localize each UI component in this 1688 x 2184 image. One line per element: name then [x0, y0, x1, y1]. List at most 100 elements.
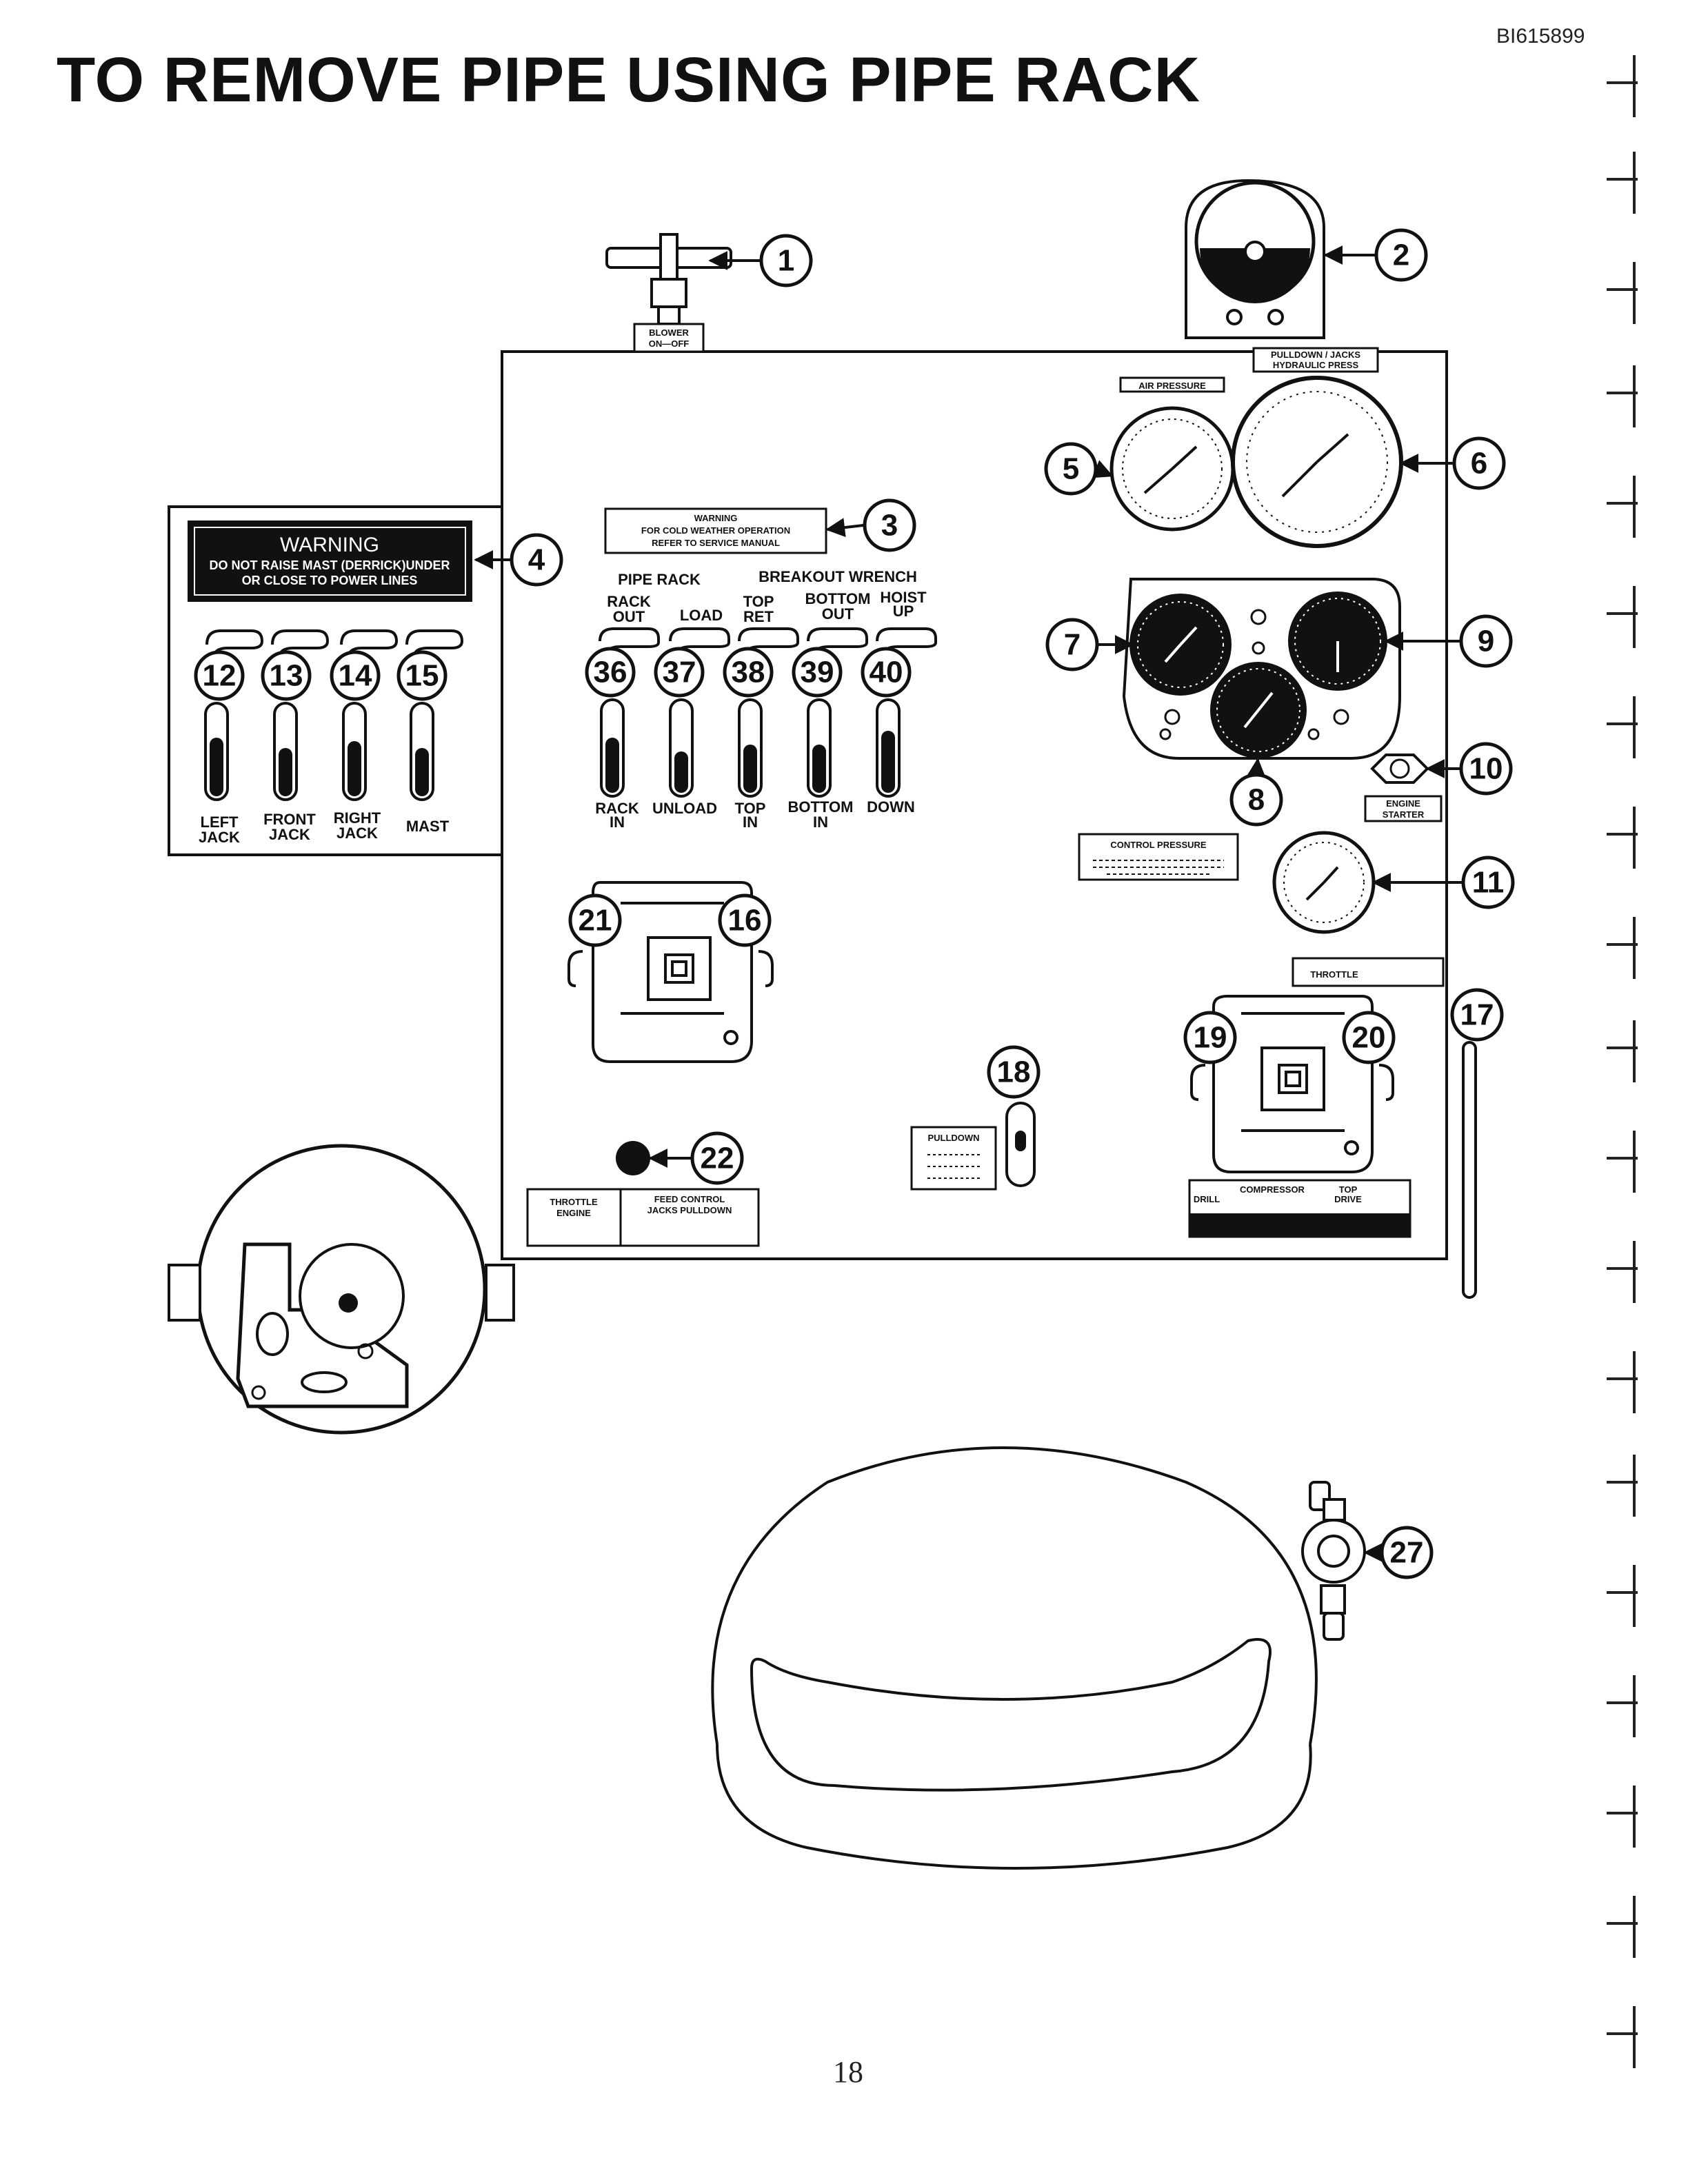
callout-8: 8	[1248, 783, 1265, 817]
bottom-label-36-b: IN	[610, 813, 625, 831]
jack-control-panel	[168, 505, 503, 856]
callout-18: 18	[997, 1055, 1031, 1089]
callout-19: 19	[1194, 1021, 1227, 1055]
throttle-plate: THROTTLE	[1310, 969, 1358, 980]
callout-10: 10	[1469, 752, 1503, 786]
page-number: 18	[833, 2055, 863, 2089]
feed-control-knob	[616, 1141, 650, 1175]
engine-starter-line2: STARTER	[1383, 809, 1425, 820]
callout-17: 17	[1460, 998, 1494, 1032]
callout-21: 21	[579, 904, 612, 938]
jack-label-front-b: JACK	[269, 826, 310, 843]
jack-label-left-b: JACK	[199, 829, 240, 846]
top-label-39-b: OUT	[822, 605, 854, 623]
top-pressure-gauge	[1185, 179, 1325, 339]
decal-heading: WARNING	[694, 513, 738, 523]
top-label-38-b: RET	[743, 608, 774, 625]
blower-plate-line2: ON—OFF	[649, 338, 690, 349]
gauge-cluster	[1122, 577, 1401, 760]
callout-14: 14	[339, 659, 372, 693]
callout-15: 15	[405, 659, 439, 693]
control-pressure-gauge	[1272, 831, 1376, 934]
callout-38: 38	[732, 656, 765, 689]
callout-22: 22	[701, 1142, 734, 1175]
callout-37: 37	[663, 656, 696, 689]
callout-12: 12	[203, 659, 237, 693]
engine-starter-button: ENGINE STARTER	[1364, 754, 1443, 822]
detail-inset	[168, 1144, 515, 1435]
jack-label-mast: MAST	[406, 818, 450, 835]
callout-13: 13	[270, 659, 303, 693]
callout-2: 2	[1393, 239, 1409, 272]
drill-label: DRILL	[1194, 1194, 1220, 1204]
feed-control-line1: FEED CONTROL	[654, 1194, 725, 1204]
seat-valve	[1301, 1481, 1366, 1641]
left-control-box	[567, 881, 774, 1063]
top-label-36-b: OUT	[613, 608, 645, 625]
feed-control-line2: JACKS PULLDOWN	[647, 1205, 732, 1215]
pulldown-jacks-line2: HYDRAULIC PRESS	[1273, 360, 1359, 370]
callout-9: 9	[1478, 625, 1494, 658]
decal-line1: FOR COLD WEATHER OPERATION	[641, 525, 790, 536]
callout-7: 7	[1064, 628, 1081, 662]
top-label-37-a: LOAD	[680, 607, 723, 624]
decal-line2: REFER TO SERVICE MANUAL	[652, 538, 780, 548]
bottom-label-38-b: IN	[743, 813, 758, 831]
top-drive-line1: TOP	[1339, 1184, 1358, 1195]
throttle-engine-line2: ENGINE	[556, 1208, 591, 1218]
air-pressure-gauge	[1109, 406, 1235, 532]
pulldown-plate: PULLDOWN	[927, 1133, 979, 1143]
jack-label-front-a: FRONT	[263, 811, 316, 828]
control-pressure-plate: CONTROL PRESSURE	[1110, 840, 1206, 850]
bottom-label-36-a: RACK	[595, 800, 639, 817]
blower-plate-line1: BLOWER	[649, 327, 689, 338]
page-title: TO REMOVE PIPE USING PIPE RACK	[57, 45, 1201, 115]
bottom-label-38-a: TOP	[735, 800, 766, 817]
jack-label-right-a: RIGHT	[334, 809, 381, 827]
callout-4: 4	[528, 543, 545, 577]
throttle-engine-line1: THROTTLE	[550, 1197, 598, 1207]
operator-seat	[711, 1446, 1318, 1870]
callout-20: 20	[1352, 1021, 1386, 1055]
top-drive-line2: DRIVE	[1334, 1194, 1362, 1204]
engine-starter-line1: ENGINE	[1386, 798, 1420, 809]
binding-marks	[1607, 55, 1638, 2068]
callout-27: 27	[1390, 1536, 1424, 1570]
compressor-label: COMPRESSOR	[1240, 1184, 1305, 1195]
top-label-39-a: BOTTOM	[805, 590, 871, 607]
callout-11: 11	[1472, 866, 1505, 900]
document-id: BI615899	[1496, 25, 1585, 48]
top-label-36-a: RACK	[607, 593, 651, 610]
callout-6: 6	[1471, 447, 1487, 481]
callout-5: 5	[1063, 452, 1079, 486]
callout-16: 16	[728, 904, 762, 938]
pulldown-lever	[1005, 1102, 1036, 1187]
callout-1: 1	[778, 244, 794, 278]
throttle-feed-plate: THROTTLE ENGINE FEED CONTROL JACKS PULLD…	[526, 1188, 760, 1247]
callout-40: 40	[870, 656, 903, 689]
pulldown-jacks-line1: PULLDOWN / JACKS	[1271, 350, 1360, 360]
right-control-box	[1190, 995, 1394, 1173]
compressor-drill-plate: COMPRESSOR DRILL TOP DRIVE	[1188, 1179, 1411, 1238]
bottom-label-40-a: DOWN	[867, 798, 915, 816]
cold-weather-decal: WARNING FOR COLD WEATHER OPERATION REFER…	[604, 507, 827, 554]
callout-36: 36	[594, 656, 627, 689]
warning-line1: DO NOT RAISE MAST (DERRICK)UNDER	[210, 558, 450, 572]
bottom-label-39-a: BOTTOM	[788, 798, 854, 816]
bottom-label-39-b: IN	[813, 813, 828, 831]
pipe-rack-group-label: PIPE RACK	[618, 571, 701, 588]
top-label-40-a: HOIST	[880, 589, 927, 606]
jack-label-left-a: LEFT	[201, 813, 239, 831]
jack-label-right-b: JACK	[336, 825, 378, 842]
top-label-40-b: UP	[893, 603, 914, 620]
callout-3: 3	[881, 509, 898, 543]
air-pressure-plate: AIR PRESSURE	[1138, 381, 1206, 391]
bottom-label-37-a: UNLOAD	[652, 800, 717, 817]
breakout-wrench-group-label: BREAKOUT WRENCH	[758, 568, 917, 585]
callout-39: 39	[801, 656, 834, 689]
warning-plate: WARNING DO NOT RAISE MAST (DERRICK)UNDER…	[188, 520, 472, 602]
warning-heading: WARNING	[280, 534, 379, 556]
warning-line2: OR CLOSE TO POWER LINES	[242, 574, 418, 587]
top-label-38-a: TOP	[743, 593, 774, 610]
